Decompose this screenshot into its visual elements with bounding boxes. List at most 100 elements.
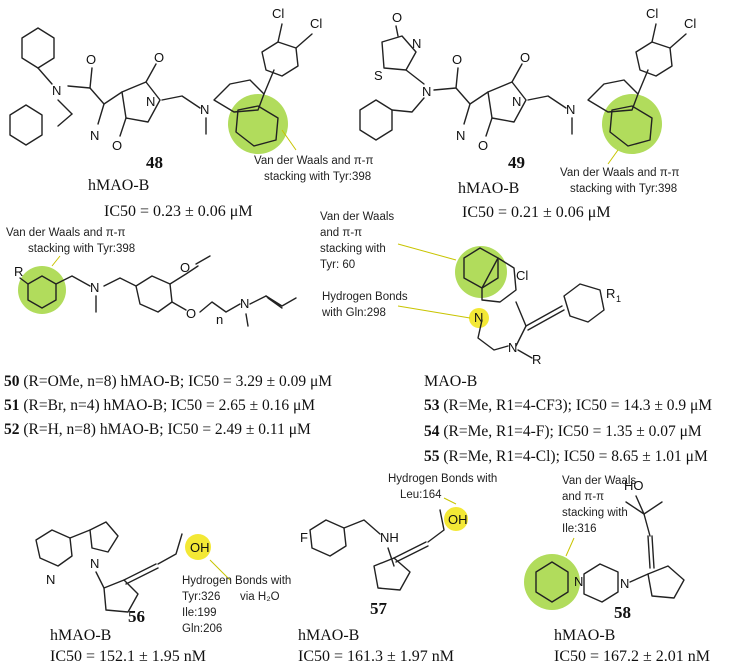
svg-text:N: N	[512, 94, 521, 109]
callout-58-l4: Ile:316	[562, 523, 597, 535]
group-53-enzyme: MAO-B	[424, 373, 478, 390]
svg-text:1: 1	[616, 294, 621, 304]
structure-49: O N S N O N O O N N Cl Cl	[359, 6, 696, 165]
svg-text:N: N	[566, 102, 575, 117]
svg-text:OH: OH	[448, 512, 468, 527]
compound-57-ic50: IC50 = 161.3 ± 1.97 nM	[298, 648, 455, 665]
callout-49-l2: stacking with Tyr:398	[570, 183, 677, 195]
svg-text:O: O	[86, 52, 96, 67]
structure-48: N O N O O N N Cl Cl	[9, 6, 322, 154]
svg-text:OH: OH	[190, 540, 210, 555]
compound-48-number: 48	[146, 153, 163, 172]
compound-58-number: 58	[614, 603, 631, 622]
compound-53-number: 53	[424, 397, 440, 414]
structure-56: N N OH	[35, 521, 231, 613]
svg-text:Cl: Cl	[310, 16, 322, 31]
callout-56-ile: Ile:199	[182, 607, 217, 619]
compound-50-row: 50 (R=OMe, n=8) hMAO-B; IC50 = 3.29 ± 0.…	[4, 373, 332, 391]
callout-53-vdw-l4: Tyr: 60	[320, 259, 355, 271]
compound-51-number: 51	[4, 397, 20, 414]
compound-55-row: 55 (R=Me, R1=4-Cl); IC50 = 8.65 ± 1.01 μ…	[424, 448, 708, 466]
callout-58-l2: and π-π	[562, 491, 604, 503]
callout-53-vdw-l2: and π-π	[320, 227, 362, 239]
svg-text:O: O	[478, 138, 488, 153]
callout-53-hb-l2: with Gln:298	[321, 307, 386, 319]
compound-50-desc: (R=OMe, n=8) hMAO-B; IC50 = 3.29 ± 0.09 …	[23, 373, 333, 390]
compound-55-number: 55	[424, 448, 440, 465]
svg-text:N: N	[412, 36, 421, 51]
compound-49-number: 49	[508, 153, 525, 172]
compound-54-row: 54 (R=Me, R1=4-F); IC50 = 1.35 ± 0.07 μM	[424, 423, 702, 441]
highlight-n-53	[469, 308, 489, 328]
compound-57-number: 57	[370, 599, 387, 618]
svg-text:N: N	[200, 102, 209, 117]
svg-text:O: O	[392, 10, 402, 25]
callout-58-l3: stacking with	[562, 507, 628, 519]
callout-53-hb-l1: Hydrogen Bonds	[322, 291, 408, 303]
compound-55-desc: (R=Me, R1=4-Cl); IC50 = 8.65 ± 1.01 μM	[443, 448, 708, 465]
compound-58-ic50: IC50 = 167.2 ± 2.01 nM	[554, 648, 711, 665]
compound-48-enzyme: hMAO-B	[88, 177, 150, 194]
svg-text:N: N	[46, 572, 55, 587]
compound-51-row: 51 (R=Br, n=4) hMAO-B; IC50 = 2.65 ± 0.1…	[4, 397, 315, 415]
callout-49-l1: Van der Waals and π-π	[560, 167, 679, 179]
compound-54-number: 54	[424, 423, 440, 440]
svg-text:N: N	[508, 340, 517, 355]
callout-56-via: via H₂O	[240, 591, 280, 603]
structure-53-55: Cl N N R R 1	[397, 243, 621, 367]
svg-text:S: S	[374, 68, 383, 83]
structure-57: F NH OH	[300, 497, 468, 591]
callout-57-l1: Hydrogen Bonds with	[388, 473, 497, 485]
svg-text:HO: HO	[624, 478, 644, 493]
structure-50-52: R N O O n N	[14, 255, 297, 327]
highlight-oh-57	[444, 507, 468, 531]
callout-58-l1: Van der Waals	[562, 475, 636, 487]
svg-text:R: R	[606, 286, 615, 301]
svg-text:Cl: Cl	[516, 268, 528, 283]
callout-48-l2: stacking with Tyr:398	[264, 171, 371, 183]
highlight-ring-53	[455, 246, 507, 298]
svg-text:N: N	[90, 128, 99, 143]
svg-text:O: O	[154, 50, 164, 65]
svg-text:Cl: Cl	[646, 6, 658, 21]
svg-text:F: F	[300, 530, 308, 545]
compound-56-ic50: IC50 = 152.1 ± 1.95 nM	[50, 648, 207, 665]
compound-56-enzyme: hMAO-B	[50, 627, 112, 644]
svg-text:N: N	[52, 83, 61, 98]
compound-48-ic50: IC50 = 0.23 ± 0.06 μM	[104, 203, 253, 220]
svg-text:O: O	[186, 306, 196, 321]
callout-48-l1: Van der Waals and π-π	[254, 155, 373, 167]
svg-text:Cl: Cl	[684, 16, 696, 31]
callout-57-l2: Leu:164	[400, 489, 442, 501]
structure-58: N N HO	[524, 478, 685, 610]
compound-52-number: 52	[4, 421, 20, 438]
callout-56-gln: Gln:206	[182, 623, 222, 635]
compound-52-row: 52 (R=H, n=8) hMAO-B; IC50 = 2.49 ± 0.11…	[4, 421, 311, 439]
svg-text:O: O	[180, 260, 190, 275]
compound-49-enzyme: hMAO-B	[458, 180, 520, 197]
svg-text:O: O	[112, 138, 122, 153]
compound-49-ic50: IC50 = 0.21 ± 0.06 μM	[462, 204, 611, 221]
svg-text:R: R	[532, 352, 541, 367]
compound-54-desc: (R=Me, R1=4-F); IC50 = 1.35 ± 0.07 μM	[443, 423, 702, 440]
svg-text:R: R	[14, 264, 23, 279]
highlight-ring-50	[18, 266, 66, 314]
callout-56-tyr: Tyr:326	[182, 591, 220, 603]
callout-50-l2: stacking with Tyr:398	[28, 243, 135, 255]
compound-50-number: 50	[4, 373, 20, 390]
highlight-oh-56	[185, 534, 211, 560]
svg-text:N: N	[240, 296, 249, 311]
compound-51-desc: (R=Br, n=4) hMAO-B; IC50 = 2.65 ± 0.16 μ…	[23, 397, 316, 414]
callout-53-vdw-l3: stacking with	[320, 243, 386, 255]
svg-text:N: N	[90, 556, 99, 571]
svg-text:N: N	[146, 94, 155, 109]
compound-56-number: 56	[128, 607, 145, 626]
svg-text:N: N	[620, 576, 629, 591]
svg-text:NH: NH	[380, 530, 399, 545]
compound-53-row: 53 (R=Me, R1=4-CF3); IC50 = 14.3 ± 0.9 μ…	[424, 397, 712, 415]
svg-text:N: N	[422, 84, 431, 99]
callout-53-vdw-l1: Van der Waals	[320, 211, 394, 223]
svg-text:N: N	[574, 574, 583, 589]
compound-57-enzyme: hMAO-B	[298, 627, 360, 644]
